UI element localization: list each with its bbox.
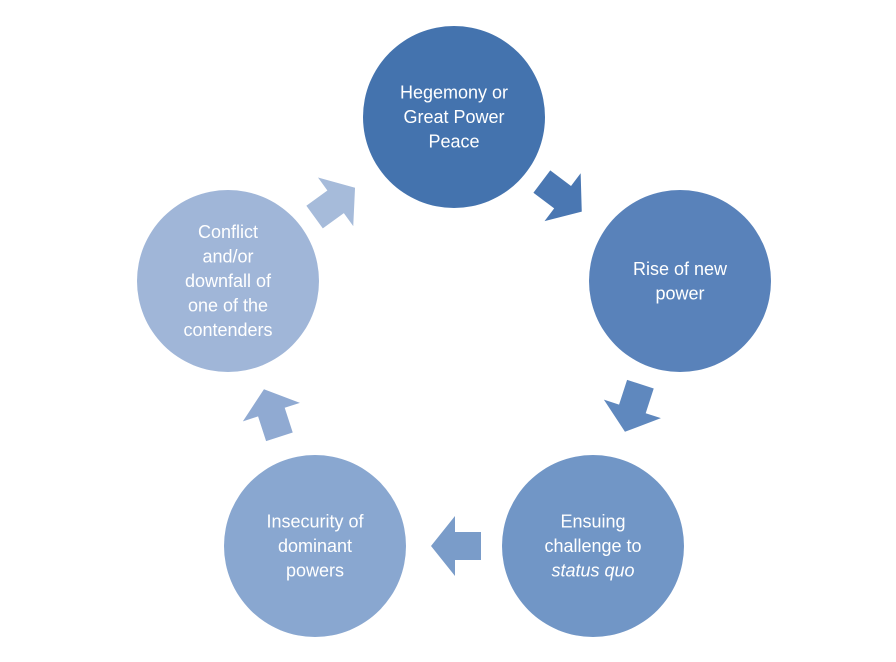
arrow-rise-to-challenge [603, 379, 661, 432]
arrow-challenge-to-insecurity [431, 516, 481, 576]
node-rise-label-line: Rise of new [633, 259, 728, 279]
node-rise: Rise of new power [589, 190, 771, 372]
node-challenge-label-line: challenge to [544, 536, 641, 556]
node-challenge-circle [502, 455, 684, 637]
node-conflict: Conflict and/or downfall of one of the conte… [137, 190, 319, 372]
node-challenge-label-line: status quo [551, 561, 634, 581]
node-rise-label-line: power [655, 283, 704, 303]
node-challenge: Ensuing challenge to status quo [502, 455, 684, 637]
node-hegemony-label-line: Hegemony or [400, 83, 508, 103]
node-challenge-label-line: Ensuing [560, 512, 625, 532]
node-hegemony-circle [363, 26, 545, 208]
node-conflict-label-line: and/or [202, 247, 253, 267]
arrow-conflict-to-hegemony [306, 177, 356, 229]
node-rise-circle [589, 190, 771, 372]
node-conflict-label-line: downfall of [185, 271, 272, 291]
node-insecurity-circle [224, 455, 406, 637]
node-insecurity: Insecurity of dominant powers [224, 455, 406, 637]
node-hegemony-label-line: Great Power [403, 107, 504, 127]
node-conflict-circle [137, 190, 319, 372]
node-conflict-label-line: contenders [183, 320, 272, 340]
node-conflict-label-line: Conflict [198, 222, 258, 242]
node-hegemony-label-line: Peace [428, 132, 479, 152]
node-conflict-label-line: one of the [188, 296, 268, 316]
node-insecurity-label-line: dominant [278, 536, 352, 556]
node-insecurity-label-line: powers [286, 561, 344, 581]
node-insecurity-label-line: Insecurity of [266, 512, 364, 532]
arrow-hegemony-to-rise [533, 170, 582, 222]
arrow-insecurity-to-conflict [242, 389, 300, 442]
